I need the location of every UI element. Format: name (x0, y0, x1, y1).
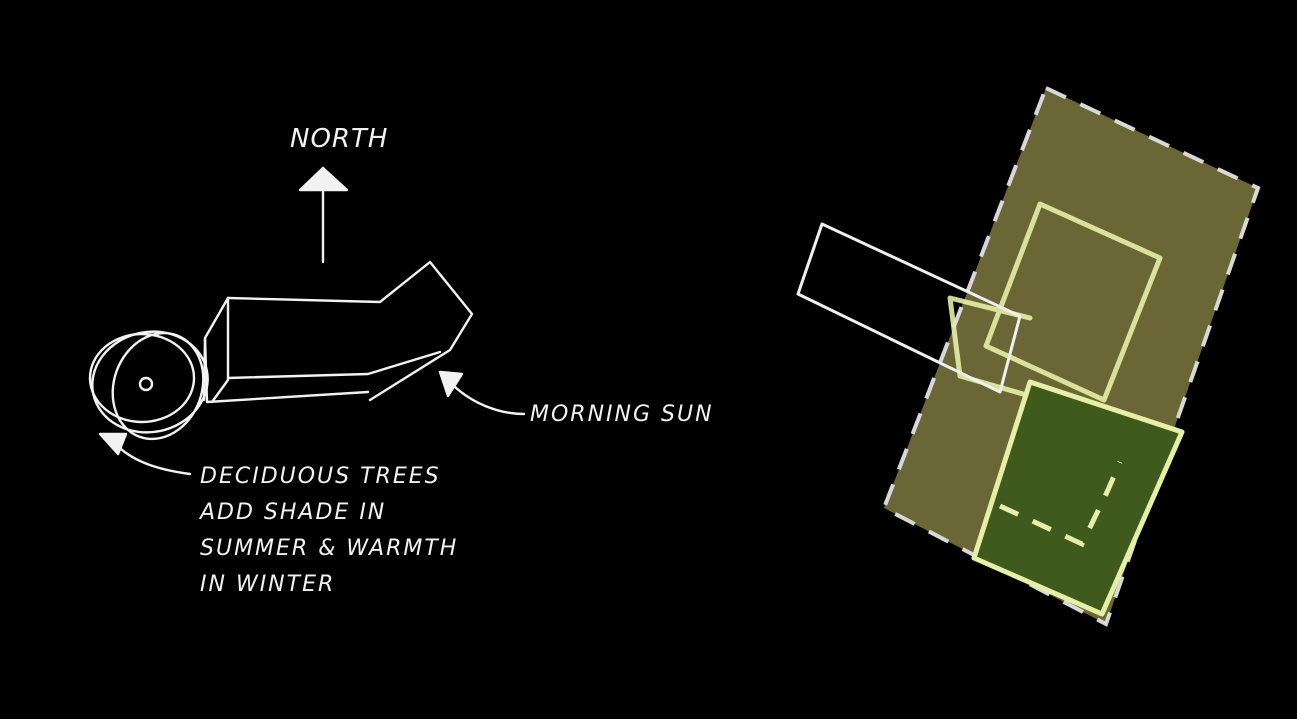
tree-note-line-3: summer & warmth (200, 536, 459, 561)
building-outline (947, 201, 1163, 403)
addition-block (971, 379, 1185, 617)
tree-note-arrow (98, 432, 192, 476)
morning-sun-arrow (438, 370, 526, 416)
site-area (881, 86, 1261, 627)
tree-note-line-2: add shade in (200, 500, 387, 525)
tree-sketch (88, 330, 209, 441)
wing-outline (796, 222, 1022, 394)
tree-note-line-1: Deciduous trees (200, 464, 441, 489)
north-arrow (298, 166, 349, 264)
morning-sun-label: Morning sun (530, 402, 714, 427)
north-label: North (290, 124, 389, 154)
tree-note-line-4: in winter (200, 572, 336, 597)
